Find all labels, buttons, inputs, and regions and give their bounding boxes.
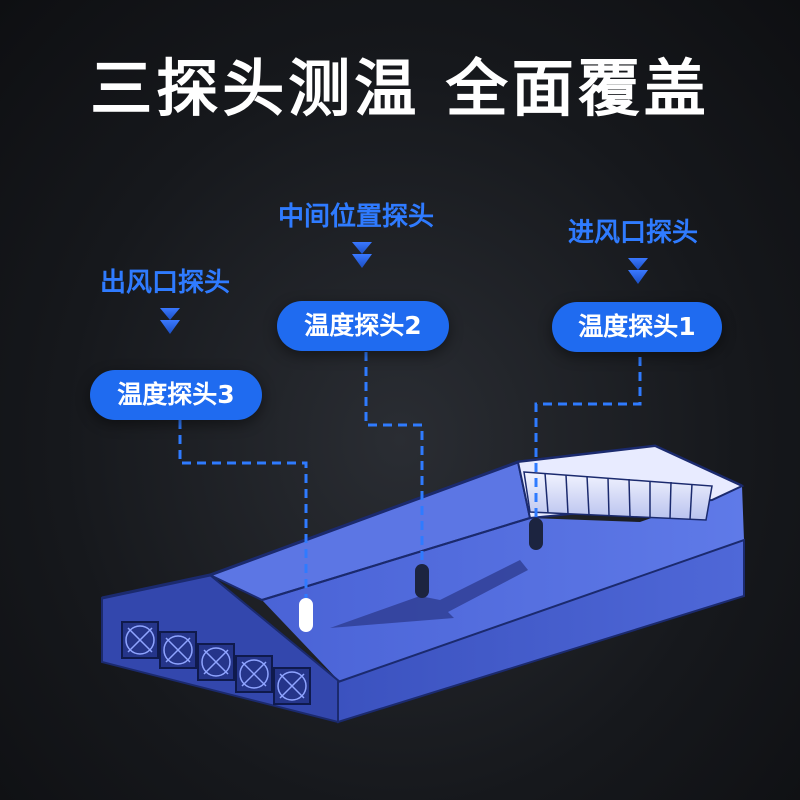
arrow-down-icon	[160, 308, 180, 334]
fan-icon	[197, 643, 235, 681]
arrow-down-icon	[352, 242, 372, 268]
exhaust-fans	[121, 621, 311, 705]
temperature-probes	[299, 518, 543, 632]
fan-icon	[159, 631, 197, 669]
callout-inlet: 进风口探头	[568, 218, 699, 248]
barn-interior-floor	[262, 486, 744, 682]
probe-3-badge: 温度探头3	[90, 370, 262, 420]
air-inlet-slats	[544, 472, 693, 521]
callout-outlet: 出风口探头	[100, 268, 231, 298]
barn-front-wall	[337, 538, 745, 724]
probe3-sensor	[299, 598, 313, 632]
probe2-sensor	[415, 564, 429, 598]
leader-line-probe2	[364, 352, 424, 566]
leader-line-probe3	[178, 420, 308, 600]
fan-icon	[273, 667, 311, 705]
fan-icon	[121, 621, 159, 659]
page-title: 三探头测温 全面覆盖	[90, 52, 710, 125]
probe-1-badge: 温度探头1	[552, 302, 722, 352]
airflow-shadow	[330, 560, 528, 628]
probe1-sensor	[529, 518, 543, 550]
callout-arrows	[160, 242, 648, 334]
probe-leader-lines	[178, 352, 642, 600]
arrow-down-icon	[628, 258, 648, 284]
fan-icon	[235, 655, 273, 693]
leader-line-probe1	[534, 357, 642, 520]
probe-2-badge: 温度探头2	[277, 301, 449, 351]
callout-middle: 中间位置探头	[278, 202, 435, 232]
